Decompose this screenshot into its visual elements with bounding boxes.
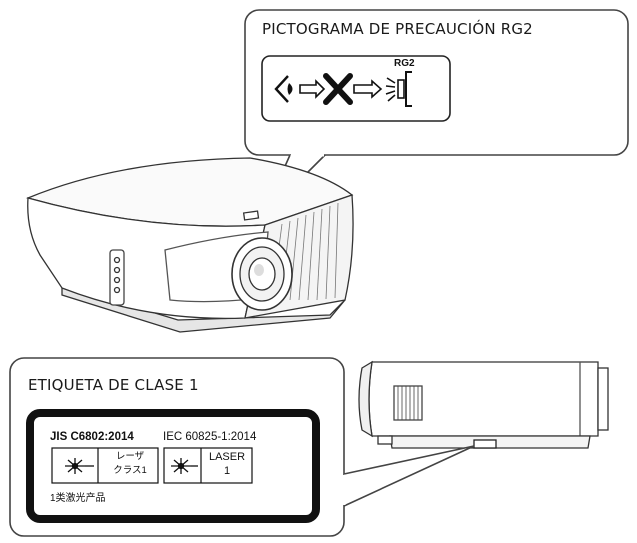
cross-icon bbox=[323, 73, 353, 105]
jis-cell-line2: クラス1 bbox=[113, 465, 147, 476]
projector-lens bbox=[231, 237, 293, 311]
jis-cell-text: レーザ クラス1 bbox=[104, 450, 156, 478]
arrow-icon bbox=[353, 79, 383, 99]
rg2-pictogram-frame bbox=[261, 55, 451, 122]
jis-cell-line1: レーザ bbox=[115, 451, 145, 462]
class1-label-location bbox=[473, 439, 497, 449]
projector-side bbox=[358, 360, 609, 449]
projector-control-panel bbox=[109, 249, 125, 306]
projector-main bbox=[26, 157, 354, 333]
side-vent bbox=[393, 385, 423, 421]
laser-starburst-icon bbox=[171, 458, 198, 474]
class1-callout-title: ETIQUETA DE CLASE 1 bbox=[28, 376, 199, 394]
chinese-class-text: 1类激光产品 bbox=[50, 493, 106, 504]
light-source-icon bbox=[385, 71, 412, 107]
iec-cell-line1: LASER bbox=[208, 451, 246, 463]
rg2-badge: RG2 bbox=[394, 58, 415, 69]
iec-standard-text: IEC 60825-1:2014 bbox=[163, 431, 257, 443]
arrow-icon bbox=[299, 79, 326, 99]
class1-callout-leader bbox=[343, 445, 475, 507]
class1-callout bbox=[9, 357, 475, 537]
iec-cell-text: LASER 1 bbox=[203, 450, 251, 478]
rg2-label-location bbox=[242, 210, 260, 221]
rg2-callout bbox=[244, 9, 629, 219]
eye-icon bbox=[274, 75, 293, 103]
laser-starburst-icon bbox=[65, 458, 94, 474]
iec-cell-line2: 1 bbox=[223, 465, 231, 477]
rg2-callout-title: PICTOGRAMA DE PRECAUCIÓN RG2 bbox=[262, 20, 533, 38]
jis-standard-text: JIS C6802:2014 bbox=[50, 431, 134, 443]
